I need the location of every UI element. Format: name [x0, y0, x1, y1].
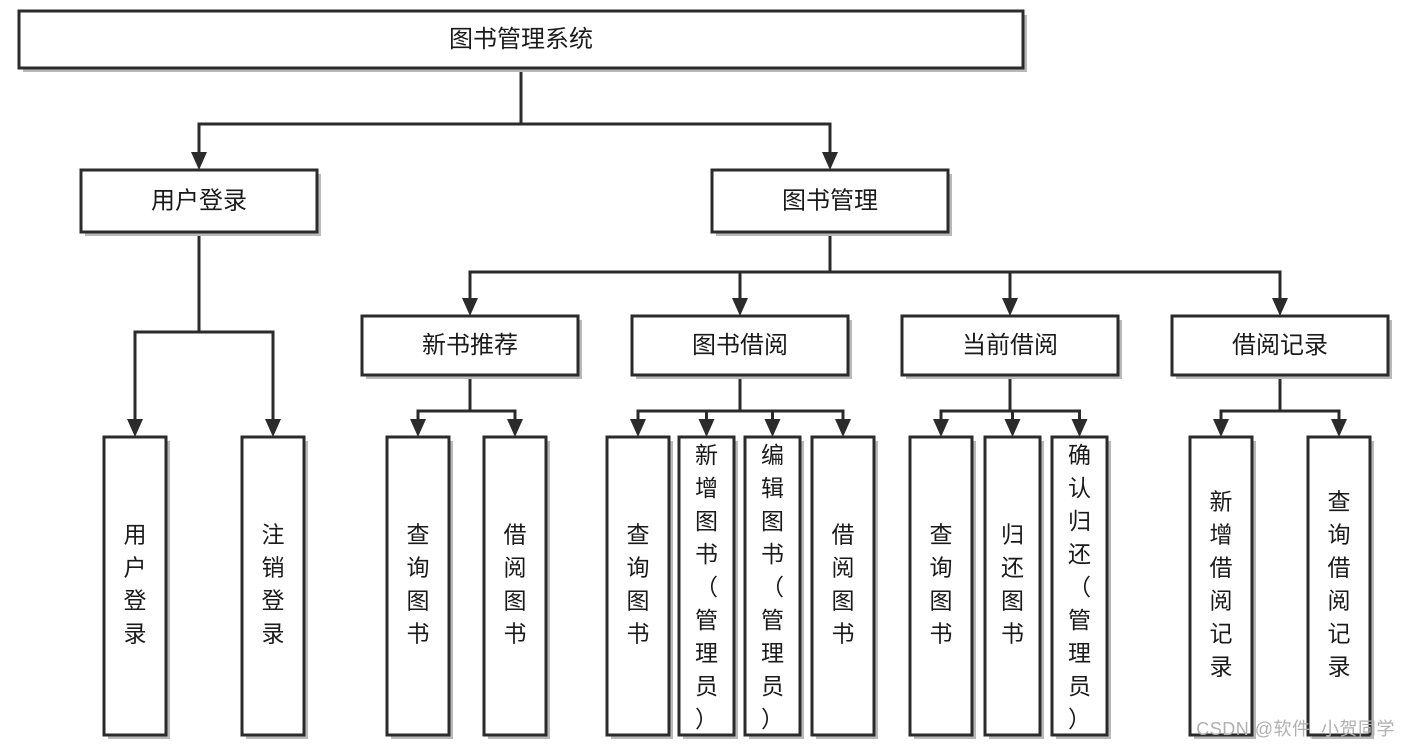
node-book-manage[interactable]: 图书管理 — [710, 168, 952, 236]
arrow-head — [1004, 419, 1021, 437]
node-label: 借阅图书 — [832, 522, 855, 647]
node-leaf-query-book-3[interactable]: 查询图书 — [908, 435, 976, 739]
node-borrow-record[interactable]: 借阅记录 — [1170, 314, 1392, 379]
node-label: 新增借阅记录 — [1210, 489, 1233, 680]
node-leaf-edit-book[interactable]: 编辑图书（管理员） — [743, 435, 804, 739]
box-outline — [1188, 435, 1254, 737]
arrow-head — [835, 419, 851, 437]
node-label: 注销登录 — [262, 522, 285, 647]
arrow-head — [191, 152, 207, 170]
node-leaf-query-book-1[interactable]: 查询图书 — [385, 435, 453, 739]
node-label: 借阅记录 — [1232, 332, 1328, 359]
arrow-head — [1071, 419, 1088, 437]
arrow-head — [698, 419, 715, 437]
node-leaf-query-book-2[interactable]: 查询图书 — [605, 435, 673, 739]
node-leaf-query-record[interactable]: 查询借阅记录 — [1306, 435, 1374, 739]
box-outline — [1050, 435, 1109, 737]
node-leaf-logout[interactable]: 注销登录 — [240, 435, 308, 739]
box-outline — [102, 435, 168, 737]
node-label: 查询图书 — [930, 522, 953, 647]
box-outline — [482, 435, 548, 737]
node-leaf-user-login[interactable]: 用户登录 — [102, 435, 170, 739]
arrow-head — [630, 419, 646, 437]
nodes-layer: 图书管理系统用户登录图书管理新书推荐图书借阅当前借阅借阅记录用户登录注销登录查询… — [17, 9, 1392, 739]
node-label: 借阅图书 — [504, 522, 527, 647]
node-label: 编辑图书（管理员） — [761, 442, 784, 732]
node-label: 当前借阅 — [962, 332, 1058, 359]
box-outline — [1170, 314, 1390, 377]
node-label: 查询借阅记录 — [1328, 489, 1351, 680]
arrow-head — [410, 419, 426, 437]
node-leaf-add-record[interactable]: 新增借阅记录 — [1188, 435, 1256, 739]
box-outline — [908, 435, 974, 737]
box-outline — [240, 435, 306, 737]
node-label: 用户登录 — [151, 187, 247, 214]
edges-layer — [127, 66, 1347, 437]
node-root[interactable]: 图书管理系统 — [17, 9, 1027, 72]
node-label: 图书管理 — [782, 187, 878, 214]
box-outline — [810, 435, 876, 737]
node-book-borrow[interactable]: 图书借阅 — [630, 314, 852, 379]
arrow-head — [1272, 298, 1288, 316]
box-outline — [677, 435, 736, 737]
node-leaf-add-book[interactable]: 新增图书（管理员） — [677, 435, 738, 739]
arrow-head — [1331, 419, 1347, 437]
node-label: 用户登录 — [124, 522, 147, 647]
node-new-book-rec[interactable]: 新书推荐 — [360, 314, 582, 379]
box-outline — [900, 314, 1120, 377]
node-label: 图书管理系统 — [449, 26, 593, 53]
box-outline — [983, 435, 1042, 737]
arrow-head — [127, 419, 143, 437]
node-label: 新书推荐 — [422, 332, 518, 359]
arrow-head — [822, 152, 838, 170]
node-label: 查询图书 — [407, 522, 430, 647]
box-outline — [1306, 435, 1372, 737]
box-outline — [17, 9, 1025, 70]
node-leaf-borrow-book-2[interactable]: 借阅图书 — [810, 435, 878, 739]
arrow-head — [764, 419, 781, 437]
node-leaf-borrow-book-1[interactable]: 借阅图书 — [482, 435, 550, 739]
box-outline — [630, 314, 850, 377]
box-outline — [743, 435, 802, 737]
box-outline — [605, 435, 671, 737]
arrow-head — [1002, 298, 1018, 316]
node-label: 图书借阅 — [692, 332, 788, 359]
node-current-borrow[interactable]: 当前借阅 — [900, 314, 1122, 379]
arrow-head — [933, 419, 949, 437]
box-outline — [710, 168, 950, 234]
arrow-head — [1213, 419, 1229, 437]
box-outline — [385, 435, 451, 737]
node-label: 查询图书 — [627, 522, 650, 647]
node-leaf-confirm-return[interactable]: 确认归还（管理员） — [1050, 435, 1111, 739]
arrow-head — [462, 298, 478, 316]
arrow-head — [507, 419, 523, 437]
node-leaf-return-book[interactable]: 归还图书 — [983, 435, 1044, 739]
node-label: 确认归还（管理员） — [1068, 442, 1091, 732]
node-label: 归还图书 — [1001, 522, 1024, 647]
node-label: 新增图书（管理员） — [695, 442, 718, 732]
box-outline — [360, 314, 580, 377]
box-outline — [79, 168, 319, 234]
arrow-head — [265, 419, 281, 437]
node-user-login[interactable]: 用户登录 — [79, 168, 321, 236]
arrow-head — [732, 298, 748, 316]
